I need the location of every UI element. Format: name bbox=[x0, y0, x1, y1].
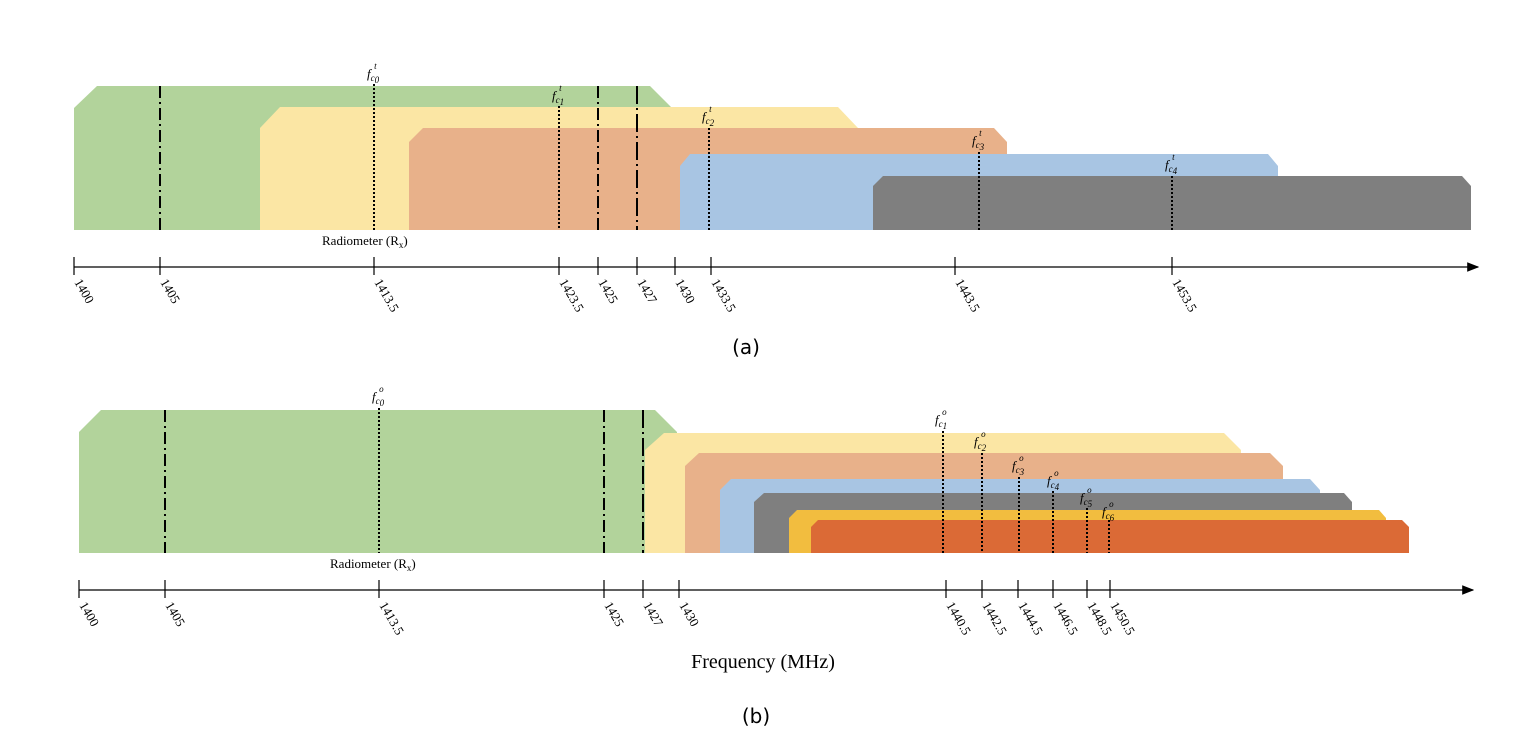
tick-label: 1443.5 bbox=[952, 276, 983, 314]
tick-label: 1425 bbox=[595, 276, 621, 306]
panel-caption: (b) bbox=[742, 704, 770, 728]
tick-label: 1453.5 bbox=[1169, 276, 1200, 314]
center-frequency-label: fc3o bbox=[1012, 453, 1025, 477]
tick-label: 1423.5 bbox=[556, 276, 587, 314]
panel-a: fc0t fc1t fc2t fc3t fc4t Radiometer (Rx)… bbox=[71, 61, 1480, 359]
axis-ticks bbox=[73, 257, 1173, 275]
tick-label: 1405 bbox=[162, 599, 188, 629]
tick-label: 1440.5 bbox=[943, 599, 974, 637]
tick-label: 1405 bbox=[157, 276, 183, 306]
center-frequency-label: fc4o bbox=[1047, 468, 1060, 492]
center-frequency-label: fc2t bbox=[702, 104, 715, 128]
tick-label: 1444.5 bbox=[1015, 599, 1046, 637]
panel-b: fc0o fc1o fc2o fc3o fc4o fc5o fc6o Radio… bbox=[76, 384, 1475, 728]
center-frequency-label: fc0t bbox=[367, 61, 380, 85]
band-channel-4 bbox=[873, 176, 1471, 230]
panel-caption: (a) bbox=[732, 335, 760, 359]
tick-label: 1400 bbox=[71, 276, 97, 306]
tick-label: 1430 bbox=[676, 599, 702, 629]
center-frequency-label: fc1t bbox=[552, 83, 564, 107]
tick-label: 1413.5 bbox=[371, 276, 402, 314]
radiometer-label: Radiometer (Rx) bbox=[322, 233, 408, 250]
tick-label: 1442.5 bbox=[979, 599, 1010, 637]
center-frequency-label: fc6o bbox=[1102, 499, 1115, 523]
tick-label: 1433.5 bbox=[708, 276, 739, 314]
tick-label: 1413.5 bbox=[376, 599, 407, 637]
center-frequency-label: fc5o bbox=[1080, 485, 1093, 509]
center-frequency-label: fc1o bbox=[935, 407, 947, 431]
center-frequency-label: fc4t bbox=[1165, 152, 1178, 176]
axis-title: Frequency (MHz) bbox=[691, 651, 835, 673]
tick-label: 1400 bbox=[76, 599, 102, 629]
tick-label: 1446.5 bbox=[1050, 599, 1081, 637]
tick-label: 1425 bbox=[601, 599, 627, 629]
center-frequency-label: fc0o bbox=[372, 384, 385, 408]
radiometer-label: Radiometer (Rx) bbox=[330, 556, 416, 573]
center-frequency-label: fc3t bbox=[972, 128, 985, 152]
center-frequency-label: fc2o bbox=[974, 429, 987, 453]
tick-label: 1427 bbox=[634, 276, 660, 306]
tick-label: 1427 bbox=[640, 599, 666, 629]
axis-ticks bbox=[78, 580, 1111, 598]
tick-label: 1430 bbox=[672, 276, 698, 306]
